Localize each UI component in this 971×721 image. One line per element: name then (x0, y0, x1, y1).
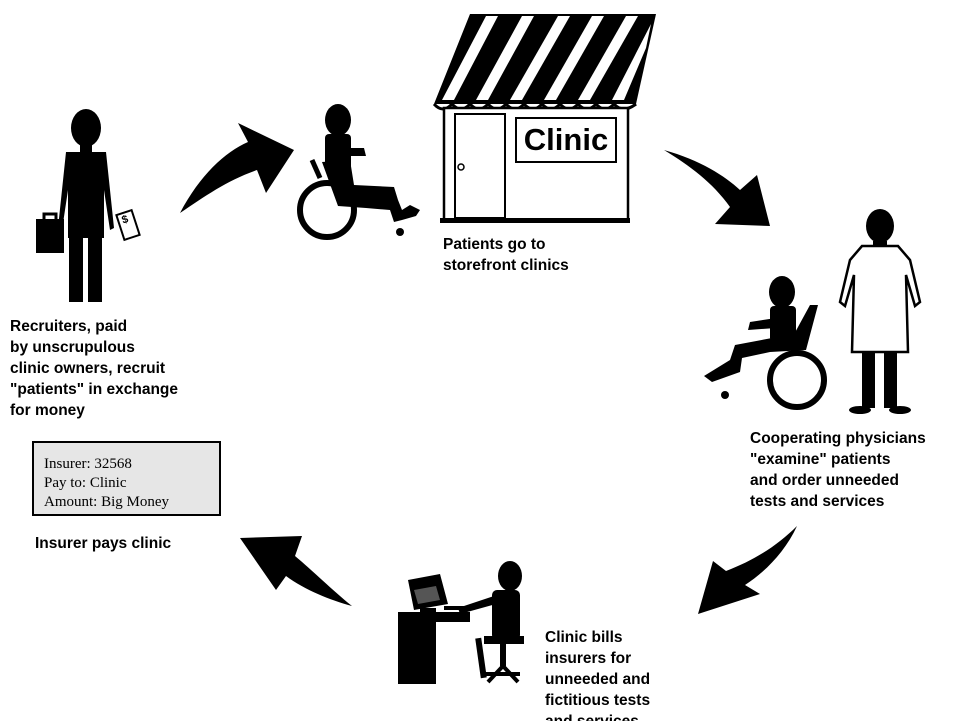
check-insurer-line: Insurer: 32568 (44, 456, 132, 472)
billing-clerk-icon (398, 561, 524, 684)
storefront-clinic-icon (432, 14, 656, 223)
recruiters-caption: Recruiters, paid by unscrupulous clinic … (10, 316, 178, 421)
arrow-recruiter-to-patient (180, 123, 294, 213)
patients-caption-line: Patients go to (443, 236, 546, 253)
wheelchair-patient-icon (297, 104, 420, 240)
insurer-check: Insurer: 32568 Pay to: Clinic Amount: Bi… (32, 441, 221, 516)
recruiters-caption-line: clinic owners, recruit (10, 360, 166, 377)
billing-caption-line: fictitious tests (545, 692, 651, 709)
billing-caption-line: unneeded and (545, 671, 651, 688)
billing-caption: Clinic bills insurers for unneeded and f… (545, 627, 650, 721)
insurer-pays-caption: Insurer pays clinic (35, 535, 172, 552)
money-bill-icon (115, 208, 141, 242)
physicians-caption-line: tests and services (750, 493, 885, 510)
check-amount-line: Amount: Big Money (44, 494, 170, 510)
billing-caption-line: insurers for (545, 650, 632, 667)
physician-figure (838, 209, 922, 414)
recruiters-caption-line: "patients" in exchange (10, 381, 179, 398)
check-payee-line: Pay to: Clinic (44, 475, 127, 491)
physicians-caption: Cooperating physicians "examine" patient… (750, 428, 926, 512)
billing-caption-line: and services (545, 711, 650, 721)
physicians-caption-line: "examine" patients (750, 451, 891, 468)
examined-patient-icon (704, 276, 827, 410)
arrow-billing-to-insurer (240, 536, 352, 606)
patients-caption: Patients go to storefront clinics (443, 234, 569, 276)
billing-caption-line: Clinic bills (545, 629, 623, 646)
clinic-sign-label: Clinic (523, 122, 609, 157)
arrow-physician-to-billing (698, 526, 797, 614)
physicians-caption-line: and order unneeded (750, 472, 899, 489)
recruiter-figure (58, 109, 114, 302)
briefcase-icon (36, 212, 64, 253)
recruiters-caption-line: Recruiters, paid (10, 318, 128, 335)
recruiters-caption-line: by unscrupulous (10, 339, 135, 356)
patients-caption-line: storefront clinics (443, 257, 569, 274)
recruiters-caption-line: for money (10, 402, 85, 419)
arrow-clinic-to-physician (664, 150, 770, 226)
physicians-caption-line: Cooperating physicians (750, 430, 926, 447)
